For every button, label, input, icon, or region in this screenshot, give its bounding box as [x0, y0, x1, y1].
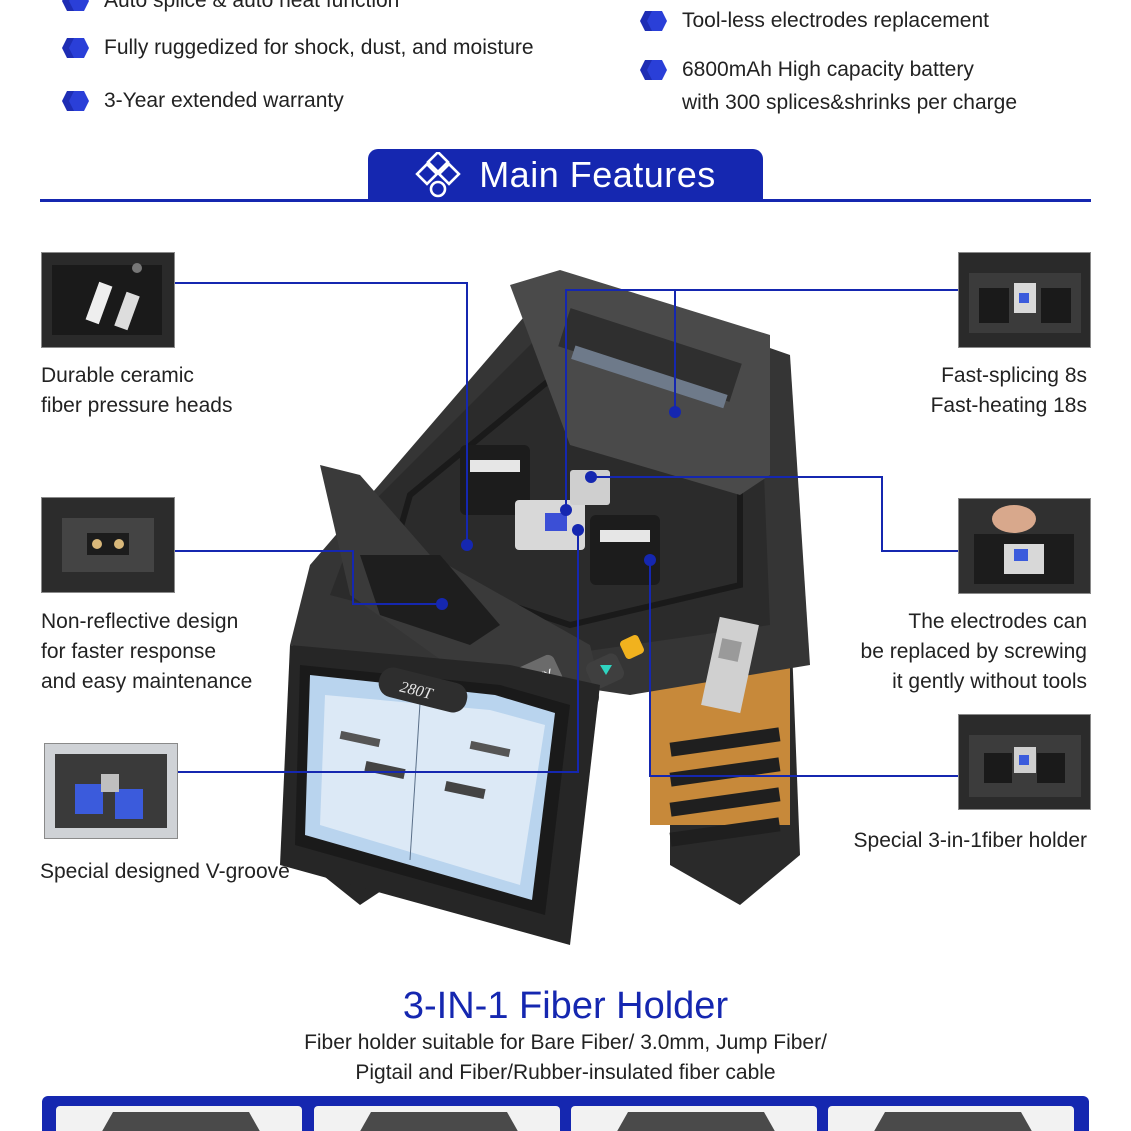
feature-text: Auto splice & auto heat function	[104, 0, 400, 12]
holder-image-card	[56, 1106, 302, 1131]
callout-line: be replaced by screwing	[860, 640, 1087, 663]
callout-fast-splicing: Fast-splicing 8s Fast-heating 18s	[931, 361, 1087, 421]
feature-text: 3-Year extended warranty	[104, 89, 344, 112]
feature-bullet: 3-Year extended warranty	[62, 84, 344, 117]
fast-splicing-photo	[958, 252, 1091, 348]
callout-line: fiber pressure heads	[41, 394, 233, 417]
callout-line: Fast-splicing 8s	[941, 364, 1087, 387]
hexagon-bullet-icon	[640, 58, 670, 82]
callout-line: for faster response	[41, 640, 217, 663]
callout-line: Durable ceramic	[41, 364, 194, 387]
callout-line: Non-reflective design	[41, 610, 239, 633]
description-line: Pigtail and Fiber/Rubber-insulated fiber…	[355, 1061, 776, 1084]
feature-text-line: 6800mAh High capacity battery	[682, 58, 974, 81]
feature-text: Tool-less electrodes replacement	[682, 9, 989, 32]
hexagon-bullet-icon	[62, 36, 92, 60]
feature-text: 6800mAh High capacity battery with 300 s…	[682, 53, 1017, 119]
callout-v-groove: Special designed V-groove	[40, 857, 290, 887]
hexagon-bullet-icon	[62, 89, 92, 113]
callout-non-reflective: Non-reflective design for faster respons…	[41, 607, 252, 697]
diamond-cluster-icon	[415, 152, 461, 198]
fiber-holder-photo	[958, 714, 1091, 810]
holder-image-card	[828, 1106, 1074, 1131]
section-divider	[40, 199, 1091, 202]
callout-pressure-heads: Durable ceramic fiber pressure heads	[41, 361, 232, 421]
feature-bullet: Tool-less electrodes replacement	[640, 4, 989, 37]
callout-line: Special designed V-groove	[40, 860, 290, 883]
callout-fiber-holder: Special 3-in-1fiber holder	[854, 826, 1087, 856]
callout-line: Fast-heating 18s	[930, 394, 1087, 417]
callout-electrodes: The electrodes can be replaced by screwi…	[861, 607, 1087, 697]
feature-bullet: 6800mAh High capacity battery with 300 s…	[640, 53, 1017, 119]
fusion-splicer-image: X/Y 280T	[280, 270, 810, 945]
feature-text-line: with 300 splices&shrinks per charge	[682, 91, 1017, 114]
holder-section-title: 3-IN-1 Fiber Holder	[402, 985, 729, 1027]
v-groove-photo	[44, 743, 178, 839]
electrodes-photo	[958, 498, 1091, 594]
section-title: Main Features	[479, 154, 716, 195]
holder-section-description: Fiber holder suitable for Bare Fiber/ 3.…	[0, 1028, 1131, 1088]
callout-line: Special 3-in-1fiber holder	[853, 829, 1087, 852]
holder-image-strip	[42, 1096, 1089, 1131]
feature-text: Fully ruggedized for shock, dust, and mo…	[104, 36, 534, 59]
feature-bullet: Fully ruggedized for shock, dust, and mo…	[62, 31, 534, 64]
holder-image-card	[571, 1106, 817, 1131]
description-line: Fiber holder suitable for Bare Fiber/ 3.…	[304, 1031, 827, 1054]
section-header: Main Features	[368, 149, 763, 201]
callout-line: and easy maintenance	[41, 670, 253, 693]
callout-line: it gently without tools	[892, 670, 1087, 693]
hexagon-bullet-icon	[62, 0, 92, 13]
holder-image-card	[314, 1106, 560, 1131]
callout-line: The electrodes can	[908, 610, 1087, 633]
hexagon-bullet-icon	[640, 9, 670, 33]
non-reflective-photo	[41, 497, 175, 593]
feature-bullet: Auto splice & auto heat function	[62, 0, 399, 17]
pressure-heads-photo	[41, 252, 175, 348]
